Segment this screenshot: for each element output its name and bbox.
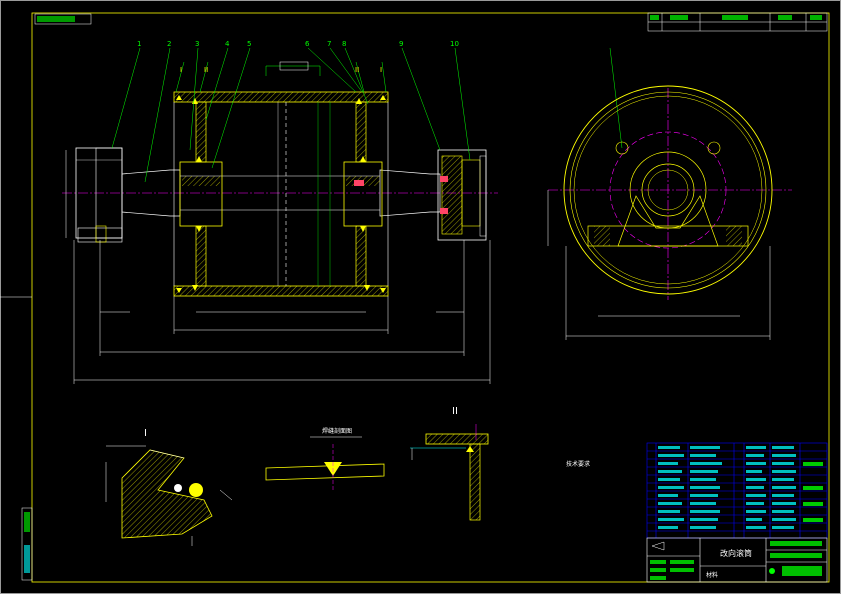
right-hub bbox=[343, 161, 383, 227]
parts-list bbox=[646, 442, 828, 539]
section-mark-II-right: II bbox=[355, 66, 359, 74]
drum-shell-top bbox=[173, 91, 389, 103]
callout-leaders bbox=[111, 47, 623, 183]
weld-section-title: 焊缝剖面图 bbox=[322, 427, 352, 435]
callout-4: 4 bbox=[225, 40, 230, 48]
weld-markers bbox=[176, 95, 386, 293]
left-end-disc bbox=[195, 101, 207, 163]
shaft-bore-circle bbox=[641, 163, 695, 217]
detail-II-label: II bbox=[452, 406, 458, 417]
callout-7: 7 bbox=[327, 40, 331, 48]
callout-5: 5 bbox=[247, 40, 251, 48]
weld-section: 焊缝剖面图 bbox=[265, 427, 385, 490]
detail-I-label: I bbox=[144, 428, 147, 439]
section-mark-II-left: II bbox=[204, 66, 208, 74]
side-view bbox=[548, 85, 792, 300]
callout-2: 2 bbox=[167, 40, 171, 48]
section-mark-I-right: I bbox=[380, 66, 382, 74]
right-end-disc bbox=[355, 101, 367, 163]
header-table bbox=[647, 12, 828, 32]
drawing-title: 改向滚筒 bbox=[720, 548, 752, 558]
callout-6: 6 bbox=[305, 40, 310, 48]
callout-3: 3 bbox=[195, 40, 199, 48]
section-mark-I-left: I bbox=[180, 66, 182, 74]
callout-9: 9 bbox=[399, 40, 403, 48]
callout-8: 8 bbox=[342, 40, 346, 48]
front-dimensions bbox=[65, 150, 491, 384]
drawing-frame bbox=[31, 12, 830, 583]
title-block bbox=[646, 537, 828, 583]
front-view bbox=[62, 91, 498, 297]
left-hub bbox=[179, 161, 223, 227]
side-dimensions bbox=[547, 190, 771, 340]
drum-outer-circle bbox=[563, 85, 773, 295]
callout-10: 10 bbox=[450, 40, 459, 48]
detail-I: I bbox=[105, 428, 233, 546]
tech-notes-title: 技术要求 bbox=[566, 461, 591, 468]
callout-1: 1 bbox=[137, 40, 141, 48]
detail-II: II bbox=[410, 406, 489, 521]
code-box bbox=[34, 13, 92, 25]
drum-shell-bottom bbox=[173, 285, 389, 297]
material-label: 材料 bbox=[706, 571, 718, 579]
